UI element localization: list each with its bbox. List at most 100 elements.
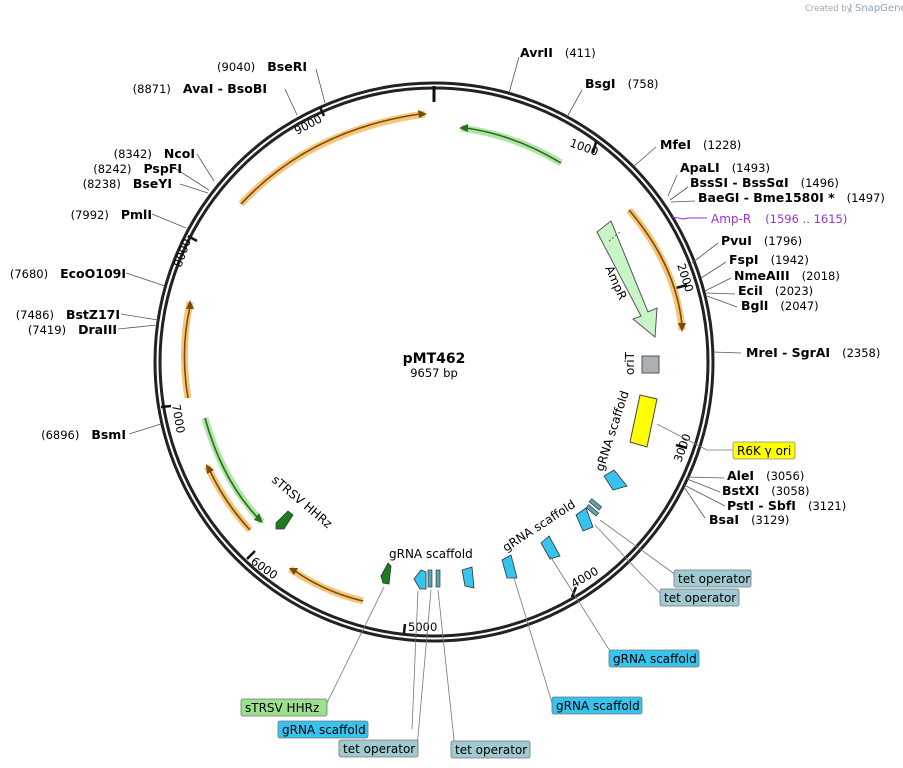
tick-6000 (246, 550, 256, 560)
site-label: MreI - SgrAI(2358) (746, 345, 880, 360)
site-label: ApaLI(1493) (680, 160, 770, 175)
site-label: PstI - SbfI(3121) (727, 498, 846, 513)
orit-feature: oriT (623, 351, 660, 375)
site-label: FspI(1942) (729, 252, 809, 267)
arrowhead-icon (459, 124, 468, 132)
grna-arrow-4 (501, 554, 518, 579)
callout-strsv: sTRSV HHRz (240, 698, 328, 717)
primer-label: Amp-R(1596 .. 1615) (711, 212, 847, 226)
plasmid-length: 9657 bp (410, 366, 458, 380)
orange-feature-right (626, 207, 686, 332)
grna-arrow-1 (603, 469, 628, 491)
site-label: BglI(2047) (741, 298, 819, 313)
callout-grna-3: gRNA scaffold (277, 720, 369, 739)
site-label: BstXI(3058) (722, 483, 809, 498)
arrowhead-icon (206, 464, 214, 474)
arrowhead-icon (289, 568, 298, 575)
tick-8000 (187, 234, 198, 243)
site-label: (8342)NcoI (114, 146, 195, 161)
callout-grna-2: gRNA scaffold (551, 696, 643, 715)
tet-op-mark-1 (588, 498, 603, 511)
site-label: (8242)PspFI (93, 161, 182, 176)
svg-text:sTRSV HHRz: sTRSV HHRz (245, 701, 319, 715)
tick-3000 (675, 443, 688, 450)
orange-feature-lower-left (203, 464, 253, 533)
backbone-outer (153, 81, 715, 643)
tick-label-7000: 7000 (169, 403, 188, 434)
tick-label-5000: 5000 (408, 620, 437, 634)
tick-2000 (675, 283, 688, 290)
primer-leader (671, 216, 707, 220)
snapgene-logo-icon: ⌇ (848, 2, 853, 15)
tick-4000 (570, 586, 578, 598)
orange-feature-left (180, 300, 194, 399)
site-label: EciI(2023) (738, 283, 813, 298)
strsv-arrow-1 (380, 562, 392, 585)
site-labels: AvrII(411) BsgI(758) MfeI(1228) ApaLI(14… (10, 45, 885, 527)
grna-arrow-3 (540, 535, 561, 560)
svg-text:gRNA scaffold: gRNA scaffold (556, 699, 640, 713)
callout-r6k: R6K γ ori (732, 441, 796, 460)
arrowhead-icon (254, 513, 263, 523)
site-label: (7680)EcoO109I (10, 266, 126, 281)
grna-arrow-5 (461, 566, 475, 589)
site-label: BssSI - BssSαI(1496) (690, 175, 839, 190)
r6k-feature (629, 394, 658, 448)
tick-7000 (160, 404, 172, 409)
credit-brand: SnapGene (855, 3, 903, 14)
svg-text:tet operator: tet operator (664, 591, 736, 605)
site-label: BaeGI - Bme1580I *(1497) (698, 190, 885, 205)
svg-text:tet operator: tet operator (455, 743, 527, 757)
callout-tet-op-2: tet operator (659, 588, 740, 607)
grna-label-right: gRNA scaffold (593, 389, 632, 473)
tick-label-2000: 2000 (674, 262, 696, 294)
svg-text:gRNA scaffold: gRNA scaffold (282, 723, 366, 737)
svg-text:tet operator: tet operator (343, 742, 415, 756)
tick-label-4000: 4000 (569, 564, 601, 591)
svg-text:R6K γ ori: R6K γ ori (737, 444, 791, 458)
site-label: BsaI(3129) (709, 512, 789, 527)
callout-tet-op-1: tet operator (673, 569, 752, 588)
site-label: (8871)AvaI - BsoBI (133, 81, 267, 96)
tet-op-mark-3 (427, 569, 433, 588)
site-label: (7486)BstZ17I (16, 307, 120, 322)
tick-9000 (318, 106, 326, 117)
site-label: AvrII(411) (520, 45, 596, 60)
ticks (160, 106, 688, 634)
arrowhead-icon (186, 300, 194, 309)
site-leaders (117, 56, 742, 519)
callout-tet-op-3: tet operator (338, 739, 419, 758)
orange-feature-top (238, 110, 427, 207)
arrowhead-icon (678, 323, 686, 332)
strsv-arrow-2 (275, 510, 294, 530)
site-label: (7992)PmlI (71, 207, 152, 222)
svg-text:gRNA scaffold: gRNA scaffold (613, 652, 697, 666)
grna-arrow-2 (575, 507, 594, 532)
tick-1000 (591, 141, 598, 154)
orange-feature-bottom (288, 566, 364, 605)
site-label: (9040)BseRI (217, 59, 307, 74)
site-label: NmeAIII(2018) (734, 268, 840, 283)
grna-arrow-6 (413, 569, 427, 590)
credit-prefix: Created by (805, 4, 852, 14)
green-feature-top (459, 124, 563, 166)
plasmid-name: pMT462 (403, 351, 466, 367)
site-label: BsgI(758) (585, 76, 659, 91)
site-label: PvuI(1796) (721, 233, 802, 248)
tet-op-mark-4 (435, 569, 441, 588)
site-label: MfeI(1228) (660, 137, 741, 152)
callout-grna-1: gRNA scaffold (608, 649, 700, 668)
site-label: (6896)BsmI (41, 427, 126, 442)
site-label: (8238)BseYI (83, 176, 172, 191)
orit-label: oriT (623, 351, 637, 375)
grna-label-mid: gRNA scaffold (500, 497, 578, 554)
callout-tet-op-4: tet operator (450, 740, 531, 759)
callout-leaders (324, 423, 733, 750)
svg-text:tet operator: tet operator (678, 572, 750, 586)
site-label: AleI(3056) (727, 468, 804, 483)
tet-op-mark-2 (585, 504, 600, 517)
grna-label-bottom: gRNA scaffold (389, 547, 473, 561)
tick-label-8000: 8000 (171, 237, 194, 269)
tick-label-9000: 9000 (292, 112, 324, 138)
